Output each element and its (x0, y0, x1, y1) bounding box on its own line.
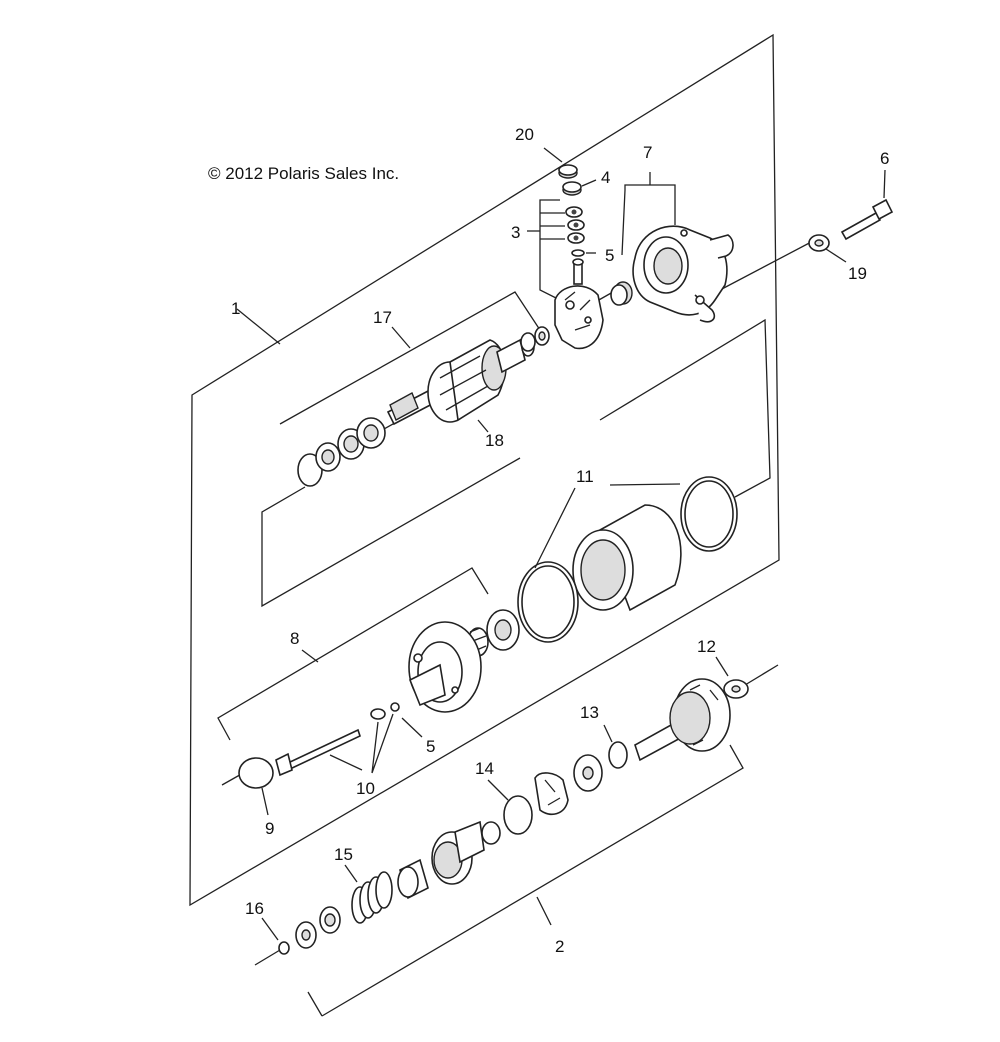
o-ring-5-top (571, 249, 585, 257)
washer-19 (808, 234, 830, 252)
nut-4 (562, 181, 582, 196)
bolt-6 (840, 198, 894, 241)
through-bolt-10 (275, 728, 361, 777)
leader-19 (825, 248, 847, 263)
callout-13: 13 (580, 703, 599, 722)
callout-12: 12 (697, 637, 716, 656)
leader-11 (534, 483, 681, 569)
armature-18 (386, 337, 535, 426)
o-rings-10 (370, 702, 400, 720)
washer-12 (723, 679, 749, 699)
terminal-stud (572, 258, 584, 285)
axis-line-5 (744, 664, 779, 686)
callout-16: 16 (245, 899, 264, 918)
assembly-1-outline (189, 33, 780, 907)
yoke-housing (572, 504, 682, 612)
leader-9 (261, 787, 269, 816)
leader-12 (715, 656, 729, 677)
callout-11: 11 (576, 467, 594, 486)
callout-20: 20 (515, 125, 534, 144)
leader-2 (536, 896, 552, 926)
leader-6 (883, 169, 886, 199)
washer-spring (295, 906, 341, 949)
sleeve (397, 858, 429, 900)
thrust-washers-top (520, 326, 550, 352)
housing-loop (261, 318, 771, 608)
axis-line-3 (719, 239, 816, 291)
callout-4: 4 (601, 168, 610, 187)
washers-3 (565, 206, 585, 244)
nut-20 (558, 164, 578, 179)
callout-14: 14 (475, 759, 494, 778)
callout-17: 17 (373, 308, 392, 327)
end-cover-bracket (621, 172, 676, 256)
leader-16 (261, 917, 279, 941)
callout-9: 9 (265, 819, 274, 838)
clutch-plate (534, 772, 569, 816)
bushing (610, 281, 633, 306)
brush-holder-plate (554, 285, 604, 350)
leader-15 (344, 864, 358, 883)
callout-8: 8 (290, 629, 299, 648)
pinion-gear (431, 820, 485, 885)
callout-6: 6 (880, 149, 889, 168)
leader-14 (487, 779, 509, 801)
callout-2: 2 (555, 937, 564, 956)
copyright-text: © 2012 Polaris Sales Inc. (208, 164, 399, 183)
end-cover-7 (632, 225, 734, 323)
disc-9 (238, 757, 274, 789)
leader-4 (581, 179, 597, 187)
clip-16 (278, 941, 290, 955)
drive-gear-shaft (634, 678, 731, 762)
leader-17 (391, 326, 411, 349)
callout-19: 19 (848, 264, 867, 283)
callout-5-bottom: 5 (426, 737, 435, 756)
callout-5-top: 5 (605, 246, 614, 265)
leader-10 (329, 713, 394, 774)
assembly-2-bracket (307, 744, 744, 1017)
assembly-8-bracket (217, 567, 489, 741)
o-ring-11-left (517, 561, 579, 643)
callout-10: 10 (356, 779, 375, 798)
callout-7: 7 (643, 143, 652, 162)
armature-washers-17 (297, 417, 386, 487)
leader-13 (603, 724, 613, 743)
gear-housing-8 (408, 621, 482, 713)
armature-bracket (279, 291, 541, 425)
callout-15: 15 (334, 845, 353, 864)
washer-stack-bracket (539, 199, 565, 301)
ring-14 (503, 795, 533, 835)
callout-3: 3 (511, 223, 520, 242)
o-ring-11-right (680, 476, 738, 552)
spring-15 (351, 871, 393, 924)
thrust-washer-mid (573, 754, 603, 792)
leader-18 (477, 419, 489, 433)
leader-20 (543, 147, 563, 163)
callout-18: 18 (485, 431, 504, 450)
leader-5-bottom (401, 717, 423, 738)
callout-1: 1 (231, 299, 240, 318)
snap-ring-13 (608, 741, 628, 769)
leader-1 (236, 308, 281, 345)
small-washer (481, 821, 501, 845)
leader-8 (301, 649, 319, 663)
